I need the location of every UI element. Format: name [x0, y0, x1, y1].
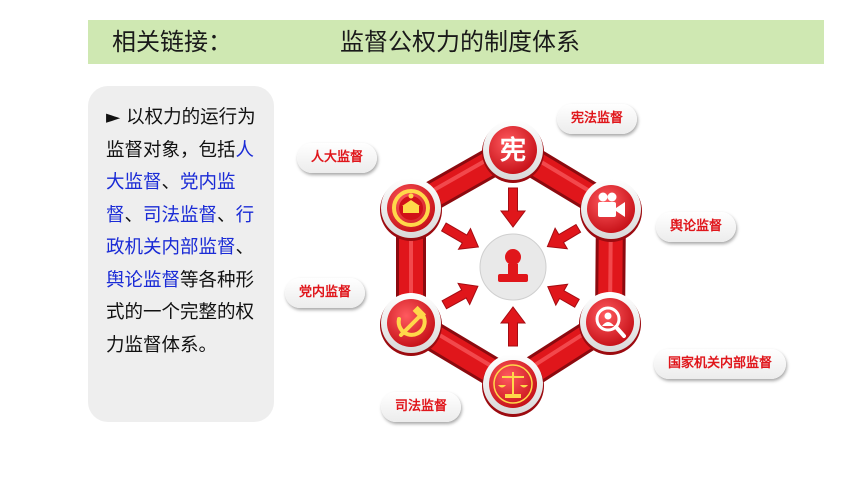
hammer-sickle-icon [396, 305, 427, 337]
label-constitution: 宪法监督 [557, 104, 638, 134]
highlight-term: 司法监督 [143, 204, 218, 226]
page-title: 监督公权力的制度体系 [340, 28, 580, 56]
node-party [380, 293, 442, 356]
node-constitution: 宪 [482, 120, 544, 183]
highlight-term: 人大监督 [106, 139, 255, 194]
card-text-segment: 以权力的运行为监督对象，包括 [106, 107, 256, 161]
arrow-npc [440, 222, 480, 250]
center-node [479, 233, 547, 301]
card-text-segment: 、 [217, 204, 236, 226]
text-card [88, 86, 274, 422]
node-public-opinion [580, 179, 642, 242]
arrow-public-opinion [546, 223, 582, 250]
label-npc: 人大监督 [297, 143, 378, 173]
arrow-judicial [500, 306, 526, 347]
xian-character-icon: 宪 [500, 135, 526, 166]
arrow-party [441, 282, 479, 310]
node-admin [579, 292, 641, 355]
card-text-segment: 、 [235, 237, 255, 258]
highlight-term: 行政机关内部监督 [106, 204, 255, 259]
national-emblem-icon [392, 189, 430, 227]
arrows-to-center [440, 187, 582, 347]
card-text: ► 以权力的运行为监督对象，包括人大监督、党内监督、司法监督、行政机关内部监督、… [106, 102, 266, 362]
header-bar [88, 20, 824, 64]
arrow-constitution [500, 187, 526, 228]
node-judicial [482, 354, 544, 417]
label-party: 党内监督 [285, 278, 366, 308]
card-text-segment: 等各种形式的一个完整的权力监督体系。 [106, 269, 255, 356]
card-text-segment: 、 [161, 172, 181, 193]
label-judicial: 司法监督 [381, 392, 462, 422]
node-npc [380, 178, 442, 241]
video-camera-icon [598, 192, 625, 217]
person-stamp-icon [498, 249, 528, 282]
arrow-admin [547, 283, 580, 308]
outer-nodes: 宪 [380, 120, 642, 417]
node-circle [489, 126, 537, 174]
magnifier-person-icon [595, 306, 626, 338]
header-label: 相关链接： [112, 28, 232, 56]
node-circle [586, 298, 634, 346]
bullet-marker: ► [106, 107, 127, 128]
label-public-opinion: 舆论监督 [656, 212, 737, 242]
label-admin: 国家机关内部监督 [654, 349, 787, 379]
highlight-term: 舆论监督 [106, 269, 181, 291]
court-emblem-icon [493, 364, 533, 404]
xian-character: 宪 [500, 135, 526, 166]
highlight-term: 党内监督 [106, 172, 236, 226]
card-text-segment: 、 [124, 204, 144, 226]
